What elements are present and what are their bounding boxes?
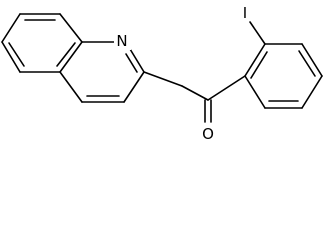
bond-c2-c3 [123,71,145,103]
bond-a4-a5 [301,75,323,109]
bond-a3-a4 [301,43,323,77]
nitrogen-label-bg [114,32,131,50]
bond-a1-a2-inner [250,51,268,79]
bond-c2-c8a [59,13,83,43]
iodine-label: I [243,4,247,22]
bond-c4-c4a [59,71,83,103]
bond-c2-ch2 [143,71,183,87]
bond-c6-c1 [1,13,21,43]
bond-n1-c2-inner [125,53,138,73]
bond-a2-iodine [249,21,266,45]
bond-c8a-c4a-inner [56,42,76,67]
quinoline-pyridine-ring [59,41,145,103]
oxygen-label: O [202,125,214,143]
bond-ch2-carbonyl [181,85,209,101]
linker-chain [143,71,246,123]
bond-a6-a1 [244,75,266,109]
nitrogen-label: N [116,32,127,50]
bond-c5-c6-inner [8,42,25,67]
bond-a1-a2 [244,43,266,77]
quinoline-benzo-ring [1,13,83,73]
bond-n1-c2 [129,48,145,73]
iodophenyl-ring [244,21,323,109]
bond-c8a-c4a [59,41,83,73]
bond-carbonyl-aryl [207,75,246,101]
bond-a3-a4-inner [298,50,316,77]
chemical-structure-diagram: N I O [1,4,323,143]
bond-c5-c6 [1,41,21,73]
